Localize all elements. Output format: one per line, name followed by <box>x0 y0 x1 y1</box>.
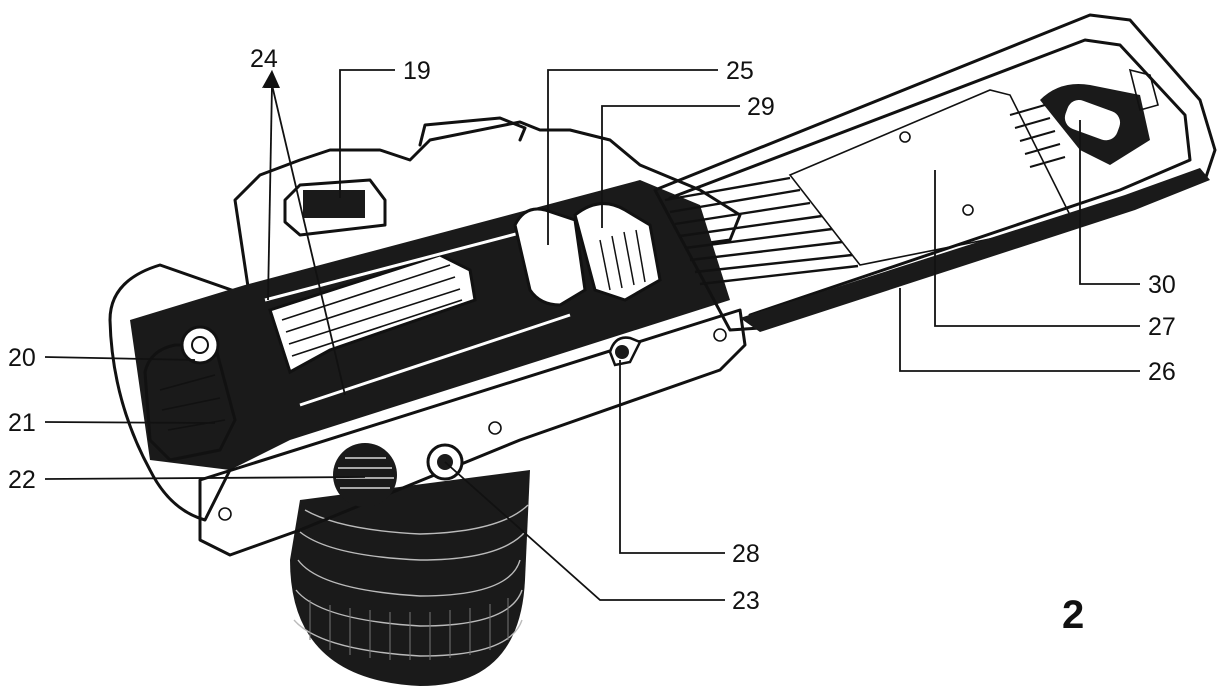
leader-25 <box>547 69 718 245</box>
leader-29 <box>601 105 740 228</box>
callout-22: 22 <box>8 466 36 494</box>
leader-24b <box>271 84 346 396</box>
leader-21 <box>44 421 216 424</box>
camera-body-illustration <box>108 116 747 557</box>
leader-27 <box>934 170 1140 327</box>
leader-20 <box>44 356 196 361</box>
callout-19: 19 <box>403 57 431 85</box>
callout-30: 30 <box>1148 271 1176 299</box>
leader-23 <box>444 461 725 601</box>
camera-back-door-illustration <box>653 13 1217 332</box>
leader-22 <box>44 476 366 480</box>
callout-23: 23 <box>732 587 760 615</box>
leader-24-arrow-b <box>262 70 278 88</box>
callout-25: 25 <box>726 57 754 85</box>
lens-illustration <box>290 470 530 686</box>
leader-lines <box>44 69 1140 601</box>
callout-26: 26 <box>1148 358 1176 386</box>
leader-24a <box>267 84 273 301</box>
callout-labels: 19 20 21 22 23 24 25 26 27 28 29 30 2 <box>8 45 1176 637</box>
leader-26 <box>899 288 1140 372</box>
callout-24: 24 <box>250 45 278 73</box>
callout-21: 21 <box>8 409 36 437</box>
leader-30 <box>1079 120 1140 285</box>
leader-28 <box>619 360 725 554</box>
figure-number: 2 <box>1062 593 1084 637</box>
callout-27: 27 <box>1148 313 1176 341</box>
callout-28: 28 <box>732 540 760 568</box>
callout-29: 29 <box>747 93 775 121</box>
callout-20: 20 <box>8 344 36 372</box>
leader-19 <box>339 69 395 198</box>
